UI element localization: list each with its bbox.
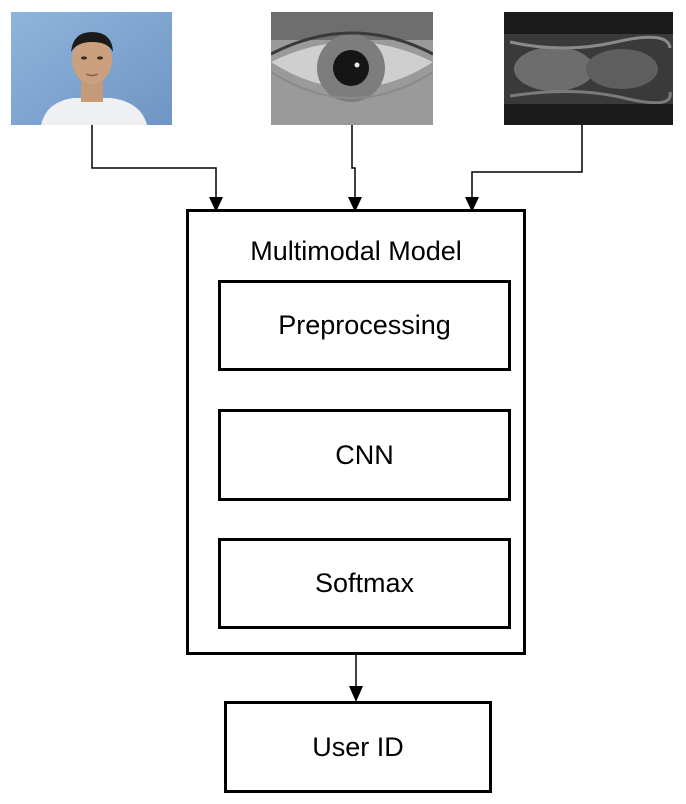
- face-photo-icon: [11, 12, 172, 125]
- face-image: [11, 12, 172, 125]
- user-id-label: User ID: [312, 731, 404, 762]
- softmax-label: Softmax: [314, 568, 415, 598]
- model-title: Multimodal Model: [250, 236, 462, 266]
- vein-image: [504, 12, 673, 125]
- user-id-box: User ID: [224, 701, 492, 793]
- cnn-label: CNN: [335, 439, 394, 470]
- iris-to-model-arrow: [351, 125, 356, 200]
- finger-vein-image-icon: [504, 12, 673, 125]
- iris-image: [271, 12, 433, 125]
- vein-to-model-arrow: [471, 125, 583, 200]
- face-to-model-arrow: [91, 125, 217, 200]
- softmax-box: Softmax: [218, 538, 511, 629]
- preprocessing-box: Preprocessing: [218, 280, 511, 371]
- cnn-box: CNN: [218, 409, 511, 501]
- preprocessing-label: Preprocessing: [278, 310, 451, 340]
- eye-iris-photo-icon: [271, 12, 433, 125]
